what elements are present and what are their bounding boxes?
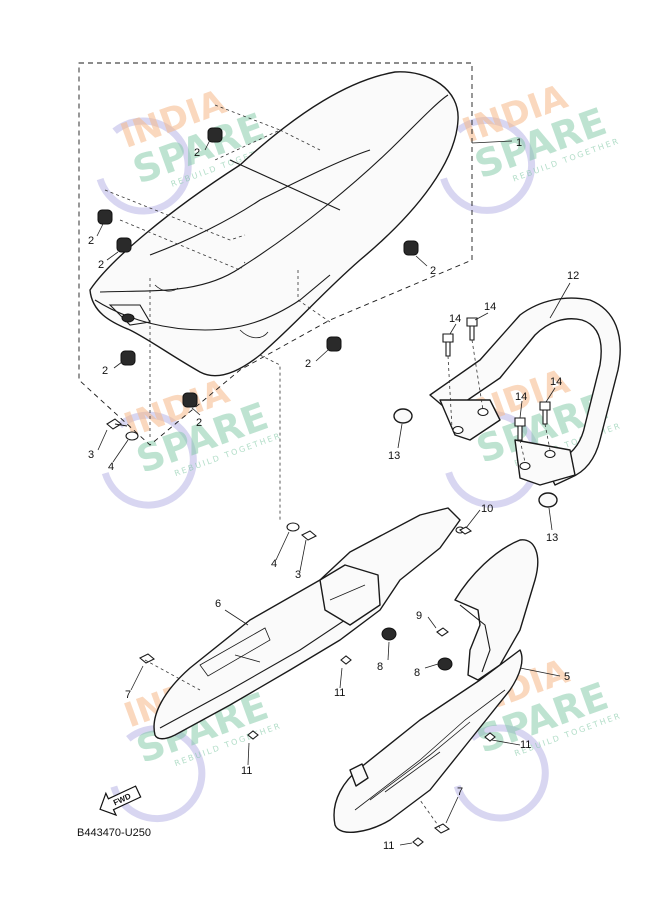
callout-4: 4 [108, 461, 114, 473]
callout-6: 6 [215, 598, 221, 610]
seat [89, 71, 459, 520]
end-caps [393, 408, 558, 508]
callout-2: 2 [194, 147, 200, 159]
damper-2c [116, 237, 132, 253]
grab-bar [429, 297, 621, 486]
hardware [106, 418, 496, 847]
fwd-arrow-icon: FWD [99, 785, 142, 817]
callout-2: 2 [88, 235, 94, 247]
bolts-14 [442, 317, 551, 463]
damper-2b [97, 209, 113, 225]
callout-8: 8 [377, 661, 383, 673]
damper-2f [326, 336, 342, 352]
callout-2: 2 [305, 358, 311, 370]
callout-9: 9 [416, 610, 422, 622]
callout-11: 11 [520, 739, 531, 751]
callouts: 1 2 2 2 2 2 2 2 3 4 4 3 12 14 14 14 14 1… [88, 137, 579, 852]
callout-12: 12 [567, 270, 579, 282]
callout-14: 14 [550, 376, 562, 388]
callout-3: 3 [88, 449, 94, 461]
wrench-logo-icon [440, 116, 536, 214]
callout-11: 11 [241, 765, 252, 777]
callout-14: 14 [484, 301, 496, 313]
callout-14: 14 [449, 313, 461, 325]
grommets-8 [381, 627, 453, 671]
damper-2d [403, 240, 419, 256]
wrench-logo-icon [96, 117, 192, 215]
watermark-top-right: INDIA SPARE REBUILD TOGETHER [440, 77, 621, 214]
damper-2a [207, 127, 223, 143]
damper-2e [120, 350, 136, 366]
callout-7: 7 [125, 689, 131, 701]
damper-2g [182, 392, 198, 408]
leader-lines [96, 139, 571, 846]
callout-10: 10 [481, 503, 493, 515]
wrench-logo-icon [101, 411, 197, 509]
callout-5: 5 [564, 671, 570, 683]
seat-assembly-boundary [78, 62, 473, 446]
side-cover-right [333, 539, 539, 833]
watermark-mid-left: INDIA SPARE REBUILD TOGETHER [101, 371, 283, 509]
side-cover-left [153, 507, 465, 740]
damper-rubbers [97, 127, 419, 408]
callout-2: 2 [98, 259, 104, 271]
wrench-logo-icon [453, 724, 549, 822]
callout-11: 11 [383, 840, 394, 852]
callout-3: 3 [295, 569, 301, 581]
callout-8: 8 [414, 667, 420, 679]
callout-14: 14 [515, 391, 527, 403]
callout-2: 2 [102, 365, 108, 377]
callout-2: 2 [196, 417, 202, 429]
callout-7: 7 [457, 786, 463, 798]
callout-1: 1 [516, 137, 522, 149]
callout-13: 13 [388, 450, 400, 462]
diagram-code: B443470-U250 [77, 827, 151, 839]
callout-11: 11 [334, 687, 345, 699]
callout-2: 2 [430, 265, 436, 277]
callout-4: 4 [271, 558, 277, 570]
end-cap-13b [538, 492, 558, 508]
callout-13: 13 [546, 532, 558, 544]
end-cap-13a [393, 408, 413, 424]
